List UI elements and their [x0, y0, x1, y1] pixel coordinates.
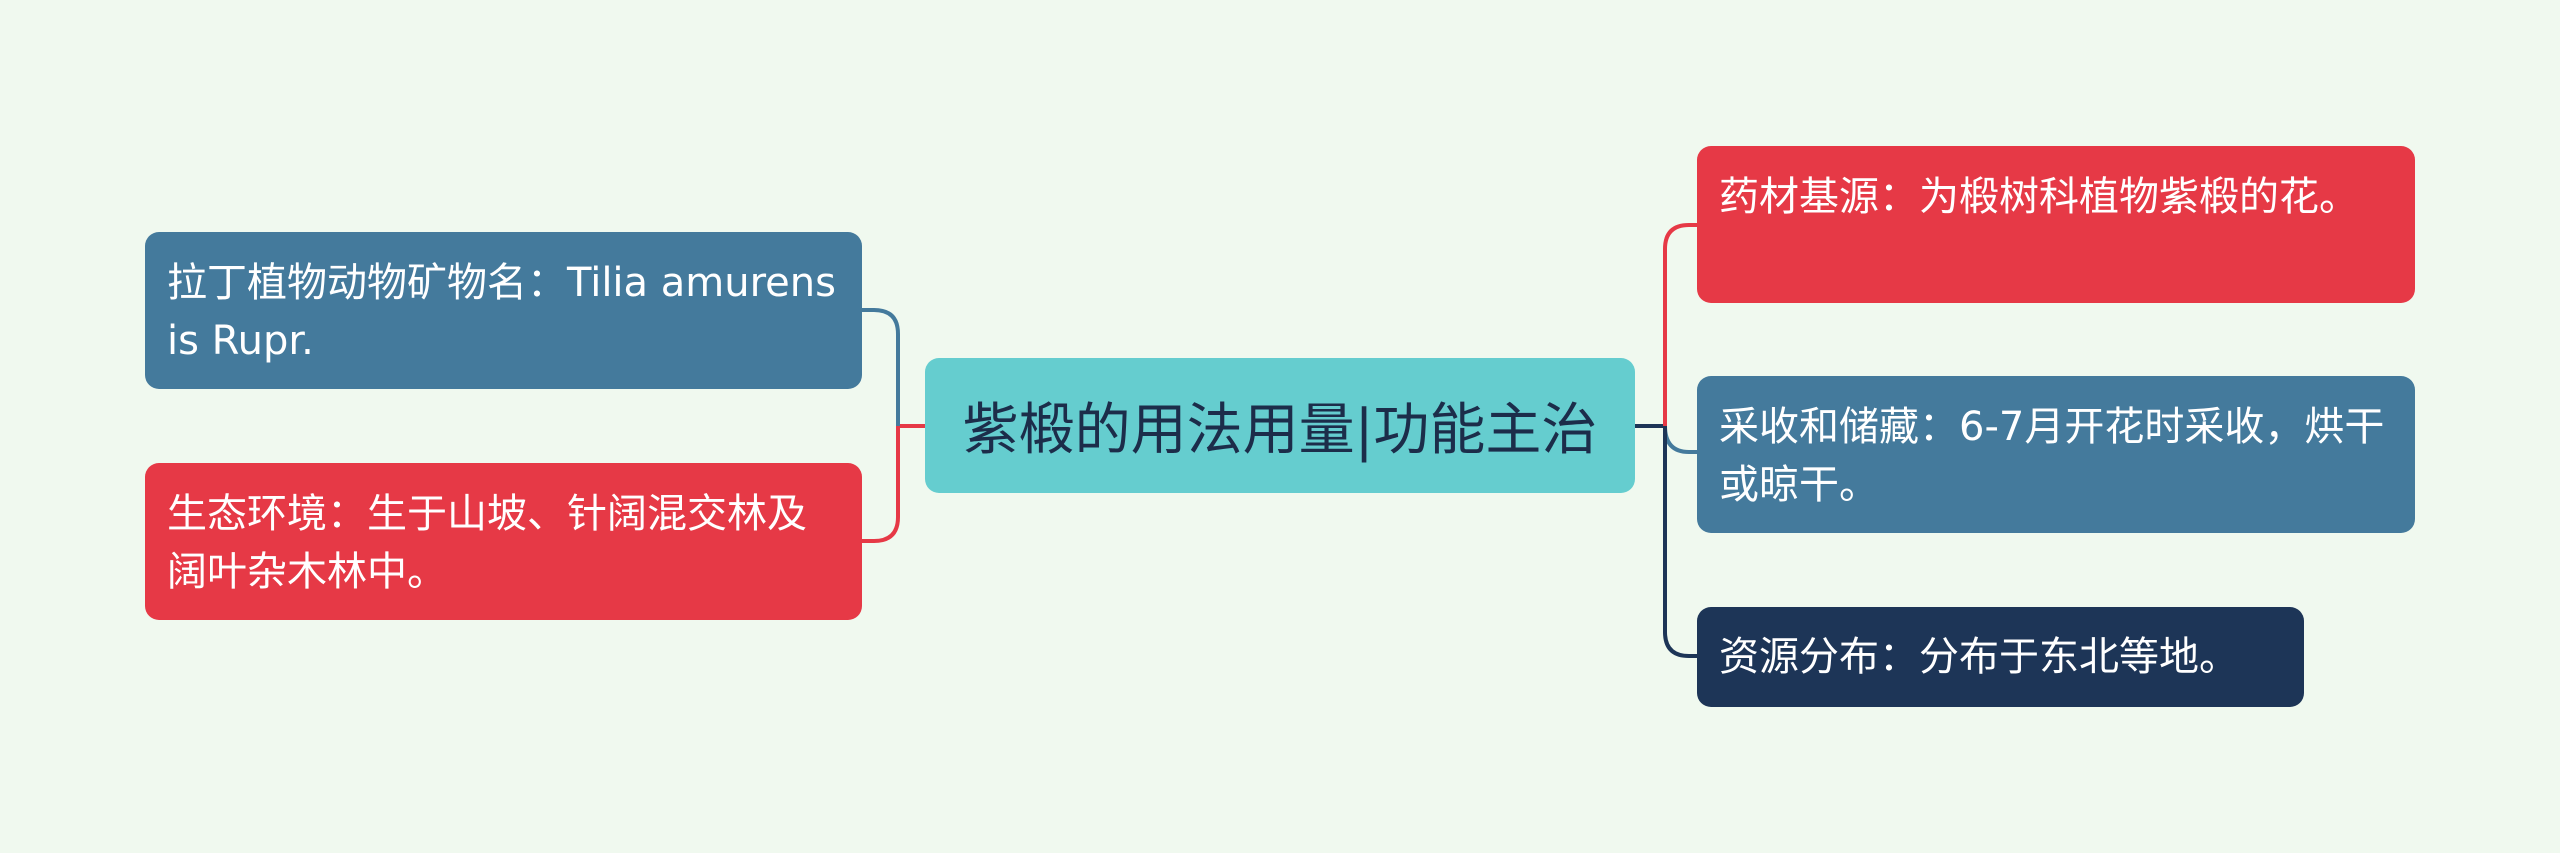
connector-right-harvest — [1663, 425, 1697, 454]
left-node-latin-name-text: 拉丁植物动物矿物名：Tilia amurensis Rupr. — [167, 260, 836, 364]
left-node-habitat-text: 生态环境：生于山坡、针阔混交林及阔叶杂木林中。 — [167, 491, 807, 595]
connector-right-distribution — [1663, 426, 1697, 658]
connector-right-source — [1663, 223, 1697, 426]
right-node-harvest-storage[interactable]: 采收和储藏：6-7月开花时采收，烘干或晾干。 — [1697, 376, 2415, 533]
right-node-harvest-storage-text: 采收和储藏：6-7月开花时采收，烘干或晾干。 — [1719, 404, 2385, 508]
central-topic-label: 紫椴的用法用量|功能主治 — [962, 398, 1598, 463]
right-node-distribution[interactable]: 资源分布：分布于东北等地。 — [1697, 607, 2304, 707]
right-node-medicinal-source[interactable]: 药材基源：为椴树科植物紫椴的花。 — [1697, 146, 2415, 303]
right-node-distribution-text: 资源分布：分布于东北等地。 — [1719, 634, 2239, 680]
left-node-habitat[interactable]: 生态环境：生于山坡、针阔混交林及阔叶杂木林中。 — [145, 463, 862, 620]
connector-left-latin-name — [862, 308, 900, 426]
connector-left-habitat — [862, 426, 900, 543]
left-node-latin-name[interactable]: 拉丁植物动物矿物名：Tilia amurensis Rupr. — [145, 232, 862, 389]
central-topic[interactable]: 紫椴的用法用量|功能主治 — [925, 358, 1635, 493]
right-node-medicinal-source-text: 药材基源：为椴树科植物紫椴的花。 — [1719, 174, 2359, 220]
